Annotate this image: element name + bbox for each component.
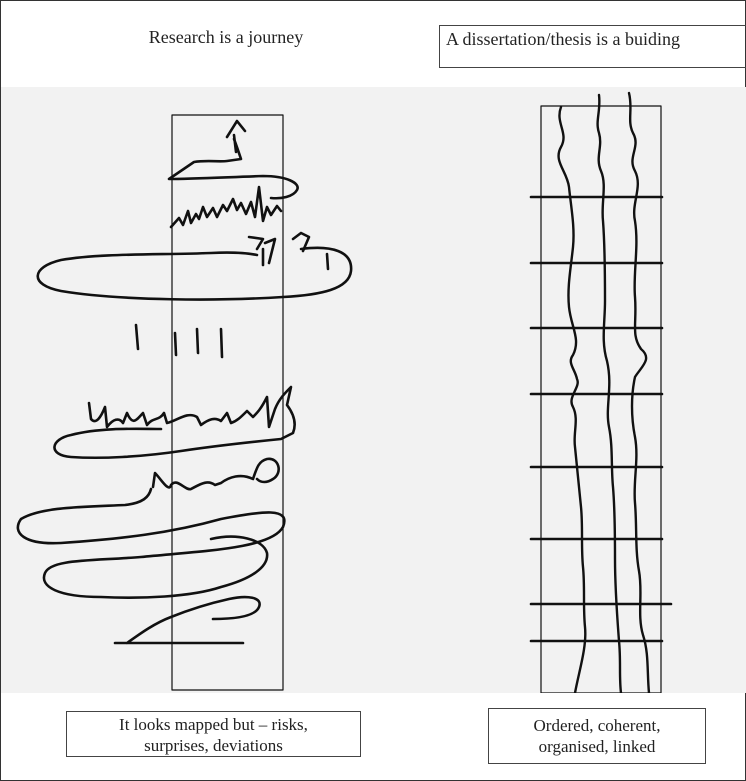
caption-building-line-2: organised, linked [489,736,705,757]
caption-journey-line-1: It looks mapped but – risks, [67,714,360,735]
journey-base [115,597,260,643]
journey-ticks [136,325,222,357]
caption-building: Ordered, coherent, organised, linked [488,708,706,764]
caption-building-line-1: Ordered, coherent, [489,715,705,736]
journey-sketch-icon [18,115,351,690]
journey-wave [54,387,294,458]
journey-loop-1 [38,248,351,300]
title-thesis-building: A dissertation/thesis is a buiding [439,25,746,68]
sketch-svg [1,87,746,693]
journey-loop-2 [18,489,285,598]
building-sketch-icon [531,93,671,693]
journey-zigzag [171,187,281,227]
caption-journey: It looks mapped but – risks, surprises, … [66,711,361,757]
title-research-journey: Research is a journey [111,26,341,48]
journey-arrow [169,121,298,198]
sketch-panel [1,87,746,693]
caption-journey-line-2: surprises, deviations [67,735,360,756]
